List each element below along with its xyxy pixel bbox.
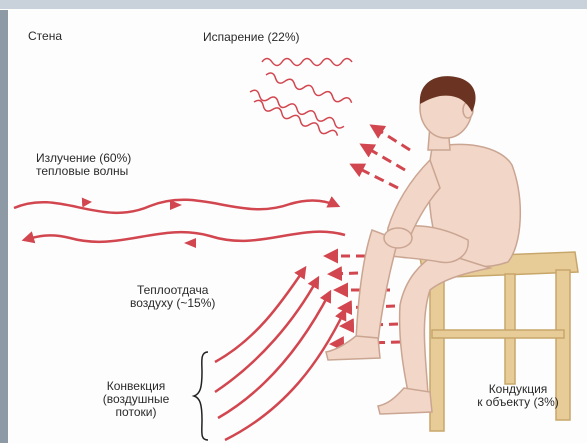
conduction-label-line2: к объекту (3%)	[456, 396, 580, 409]
top-frame-border	[0, 0, 587, 9]
evaporation-label: Испарение (22%)	[203, 31, 300, 44]
radiation-label-line2: тепловые волны	[36, 165, 131, 178]
radiation-label: Излучение (60%) тепловые волны	[36, 152, 131, 178]
air-heat-label: Теплоотдача воздуху (~15%)	[130, 284, 215, 310]
conduction-label: Кондукция к объекту (3%)	[456, 383, 580, 409]
air-heat-label-line2: воздуху (~15%)	[130, 297, 215, 310]
evaporation-vapor-coils	[249, 59, 353, 139]
convection-label-line3: потоки)	[80, 406, 192, 419]
radiation-waves	[14, 200, 345, 248]
wall-bar	[0, 10, 8, 443]
convection-arrows	[215, 268, 345, 440]
seated-person-figure	[326, 78, 520, 414]
convection-label: Конвекция (воздушные потоки)	[80, 380, 192, 419]
evaporation-arrows	[352, 126, 410, 188]
wall-label: Стена	[28, 30, 62, 43]
